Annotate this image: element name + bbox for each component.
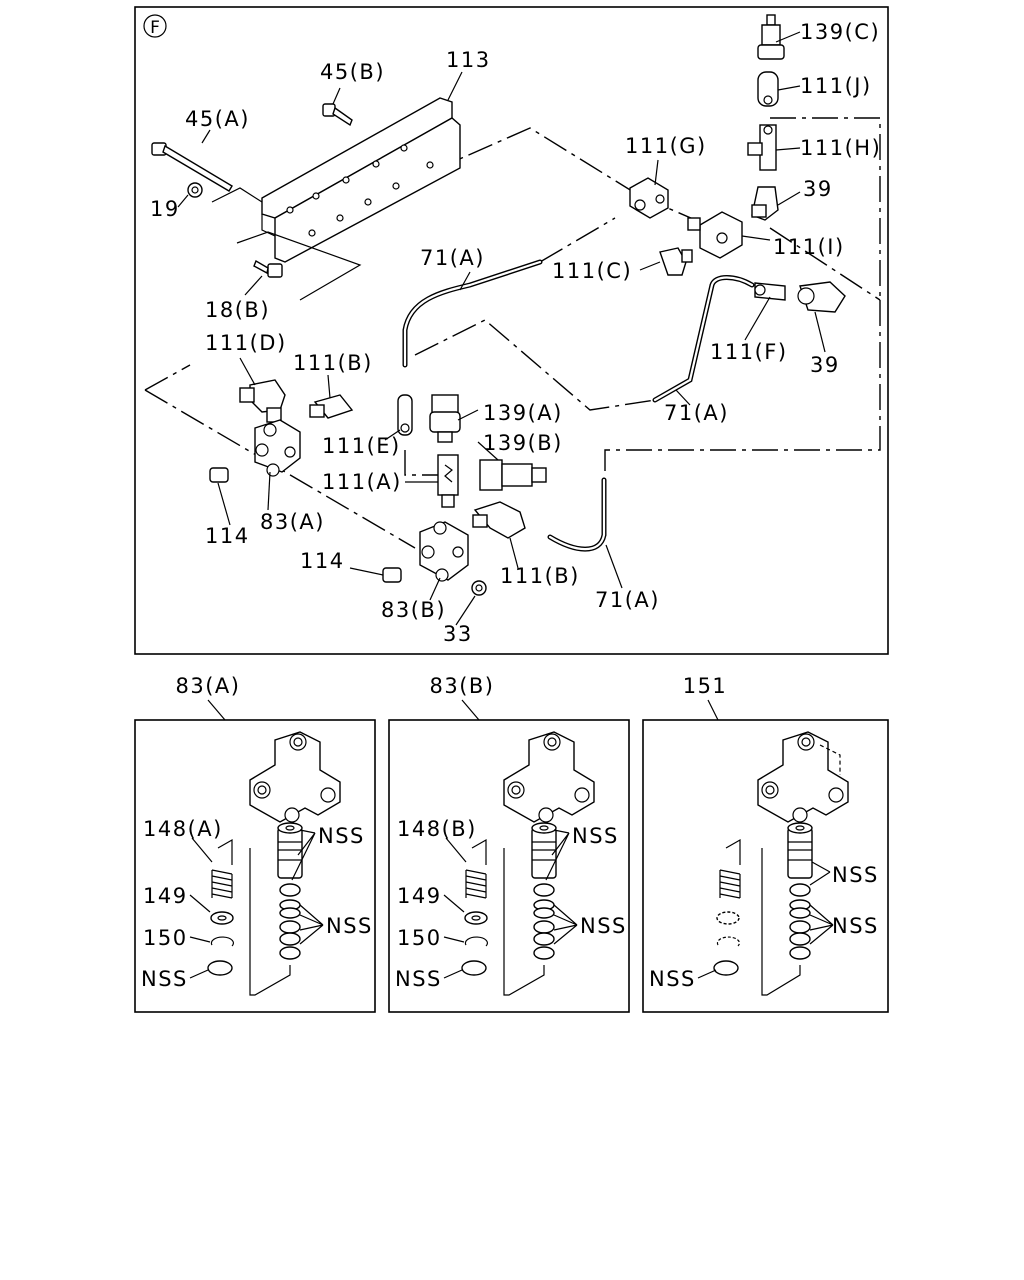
label-111e: 111(E) <box>322 434 401 458</box>
main-labels: 139(C) 111(J) 111(H) 39 111(I) 111(G) 11… <box>150 20 881 646</box>
label-111h: 111(H) <box>800 136 881 160</box>
view-marker-circle <box>143 14 167 38</box>
detail-83b-spring: 148(B) <box>397 817 477 841</box>
label-71a-upper: 71(A) <box>420 246 485 270</box>
label-111c: 111(C) <box>552 259 632 283</box>
switch-139a <box>429 394 461 443</box>
elbow-111b-bottom <box>472 501 526 539</box>
label-19: 19 <box>150 197 180 221</box>
label-83a: 83(A) <box>260 510 325 534</box>
label-111i: 111(I) <box>773 235 845 259</box>
fitting-111a <box>437 454 459 508</box>
label-111f: 111(F) <box>710 340 788 364</box>
label-45a: 45(A) <box>185 107 250 131</box>
label-111b-left: 111(B) <box>293 351 373 375</box>
nut-19 <box>187 182 203 198</box>
banjo-39-right <box>797 281 846 313</box>
detail-151-lower: NSS <box>832 914 879 938</box>
label-139a: 139(A) <box>483 401 563 425</box>
detail-151-seat: NSS <box>649 967 696 991</box>
detail-title-83a: 83(A) <box>176 674 241 698</box>
elbow-39-top <box>751 186 779 221</box>
valve-83a <box>254 419 301 477</box>
fitting-111f <box>754 282 786 301</box>
label-114-bottom: 114 <box>300 549 345 573</box>
main-view-frame <box>134 6 889 655</box>
tee-111g <box>629 177 669 219</box>
detail-title-83b: 83(B) <box>429 674 494 698</box>
detail-151-upper: NSS <box>832 863 879 887</box>
label-71a-lower: 71(A) <box>595 588 660 612</box>
fitting-111h <box>747 124 777 171</box>
label-18b: 18(B) <box>205 298 270 322</box>
bolt-18b <box>253 259 283 278</box>
label-111d: 111(D) <box>205 331 287 355</box>
label-83b: 83(B) <box>381 598 446 622</box>
leader-lines <box>177 31 826 626</box>
view-marker: F <box>150 18 160 38</box>
detail-83a-clip: 150 <box>143 926 188 950</box>
detail-83b-seat: NSS <box>395 967 442 991</box>
tube-71a-right <box>652 275 755 403</box>
detail-83b-clip: 150 <box>397 926 442 950</box>
valve-83b <box>419 521 469 582</box>
fitting-111b-left <box>309 394 354 419</box>
detail-panel-83b: 83(B) 148(B) 149 150 NSS NSS NSS <box>388 674 630 1013</box>
bolt-45b <box>322 103 353 127</box>
tube-71a-upper <box>402 259 543 368</box>
label-111j: 111(J) <box>800 74 872 98</box>
detail-83b-washer: 149 <box>397 884 442 908</box>
fitting-139c <box>757 14 785 60</box>
label-114-left: 114 <box>205 524 250 548</box>
plug-114-left <box>209 467 229 483</box>
label-111b-bottom: 111(B) <box>500 564 580 588</box>
label-111a: 111(A) <box>322 470 402 494</box>
phantom-18b <box>236 231 362 301</box>
label-139b: 139(B) <box>483 431 563 455</box>
label-71a-right: 71(A) <box>664 401 729 425</box>
detail-83a-seat: NSS <box>141 967 188 991</box>
label-39-top: 39 <box>803 177 833 201</box>
detail-83a-washer: 149 <box>143 884 188 908</box>
detail-panel-151: 151 NSS NSS NSS <box>642 674 889 1013</box>
detail-panel-83a: 83(A) 148(A) 149 150 NSS NSS NSS <box>134 674 376 1013</box>
plug-114-bottom <box>382 567 402 583</box>
fitting-111j <box>757 71 779 107</box>
detail-83a-lower: NSS <box>326 914 373 938</box>
nut-33 <box>471 580 487 596</box>
leader-19-link <box>211 187 263 203</box>
bracket-113 <box>261 97 461 263</box>
detail-title-151: 151 <box>683 674 728 698</box>
detail-83a-spring: 148(A) <box>143 817 223 841</box>
label-111g: 111(G) <box>625 134 707 158</box>
label-39-right: 39 <box>810 353 840 377</box>
detail-83a-upper: NSS <box>318 824 365 848</box>
elbow-111c <box>659 247 693 276</box>
fitting-111e <box>397 394 413 436</box>
block-111i <box>687 211 743 259</box>
tube-71a-lower <box>547 477 607 552</box>
bolt-45a <box>151 142 233 192</box>
phantom-lines <box>144 117 881 549</box>
label-139c: 139(C) <box>800 20 880 44</box>
detail-83b-upper: NSS <box>572 824 619 848</box>
label-113: 113 <box>446 48 491 72</box>
label-45b: 45(B) <box>320 60 385 84</box>
label-33: 33 <box>443 622 473 646</box>
elbow-111d <box>239 379 286 423</box>
switch-139b <box>479 459 547 491</box>
detail-83b-lower: NSS <box>580 914 627 938</box>
